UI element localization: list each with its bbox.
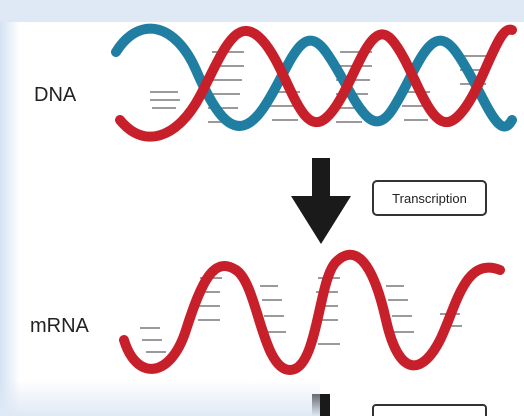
next-process-box	[372, 404, 487, 416]
dna-helix	[116, 29, 512, 137]
dna-label: DNA	[34, 84, 76, 107]
mrna-red-strand	[124, 255, 500, 370]
dna-blue-strand	[116, 29, 512, 127]
transcription-label: Transcription	[392, 191, 467, 206]
mrna-label: mRNA	[30, 315, 89, 338]
mrna-strand	[124, 255, 500, 370]
bottom-edge-shade	[0, 380, 320, 416]
down-arrow-transcription	[291, 158, 351, 244]
transcription-label-box: Transcription	[372, 180, 487, 216]
